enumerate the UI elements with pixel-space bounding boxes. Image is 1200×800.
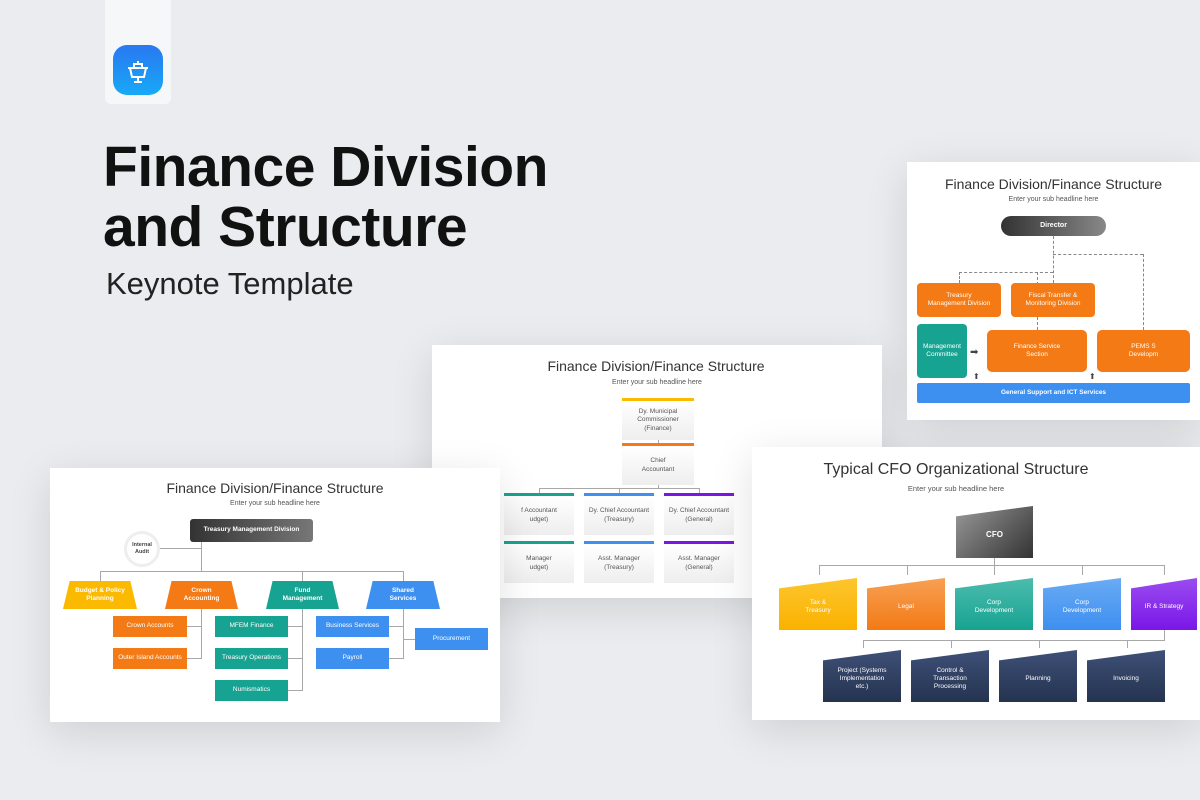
chief-accountant-general-card: Dy. Chief Accountant (General): [664, 493, 734, 535]
municipal-commissioner-card: Dy. Municipal Commissioner (Finance): [622, 398, 694, 440]
slide-title: Finance Division/Finance Structure: [166, 480, 384, 496]
corp-development-box: Corp Development: [1043, 578, 1121, 630]
budget-policy-tier: Budget & Policy Planning: [63, 581, 137, 609]
hero-title-line1: Finance Division: [103, 135, 548, 199]
slide-cfo-structure: Typical CFO Organizational Structure Ent…: [752, 447, 1200, 720]
pems-box: PEMS S Developm: [1097, 330, 1190, 372]
crown-accounting-tier: Crown Accounting: [165, 581, 238, 609]
asst-manager-treasury-card: Asst. Manager (Treasury): [584, 541, 654, 583]
internal-audit-circle: Internal Audit: [124, 531, 160, 567]
shared-services-tier: Shared Services: [366, 581, 440, 609]
arrow-up-icon: ⬆: [973, 372, 980, 381]
director-box: Director: [1001, 216, 1106, 236]
arrow-right-icon: ➡: [970, 347, 979, 358]
outer-island-box: Outer Island Accounts: [113, 648, 187, 669]
control-transaction-box: Control & Transaction Processing: [911, 650, 989, 702]
slide-finance-structure-treasury: Finance Division/Finance Structure Enter…: [50, 468, 500, 722]
crown-accounts-box: Crown Accounts: [113, 616, 187, 637]
slide-subtitle: Enter your sub headline here: [612, 379, 702, 386]
fund-management-tier: Fund Management: [266, 581, 339, 609]
ir-strategy-box: IR & Strategy: [1131, 578, 1197, 630]
numismatics-box: Numismatics: [215, 680, 288, 701]
planning-box: Planning: [999, 650, 1077, 702]
fiscal-transfer-box: Fiscal Transfer & Monitoring Division: [1011, 283, 1095, 317]
cfo-box: CFO: [956, 506, 1033, 558]
treasury-management-box: Treasury Management Division: [190, 519, 313, 542]
payroll-box: Payroll: [316, 648, 389, 669]
slide-subtitle: Enter your sub headline here: [1008, 196, 1099, 203]
asst-manager-general-card: Asst. Manager (General): [664, 541, 734, 583]
slide-subtitle: Enter your sub headline here: [230, 500, 320, 507]
finance-service-box: Finance Service Section: [987, 330, 1087, 372]
keynote-app-icon: [113, 45, 163, 95]
invoicing-box: Invoicing: [1087, 650, 1165, 702]
management-committee-box: Management Committee: [917, 324, 967, 378]
legal-box: Legal: [867, 578, 945, 630]
chief-accountant-budget-card: f Accountant udget): [504, 493, 574, 535]
hero-subtitle: Keynote Template: [106, 266, 354, 301]
chief-accountant-card: Chief Accountant: [622, 443, 694, 485]
project-box: Project (Systems Implementation etc.): [823, 650, 901, 702]
slide-finance-structure-director: Finance Division/Finance Structure Enter…: [907, 162, 1200, 420]
tax-treasury-box: Tax & Treasury: [779, 578, 857, 630]
slide-subtitle: Enter your sub headline here: [907, 484, 1005, 493]
general-support-bar: General Support and ICT Services: [917, 383, 1190, 403]
arrow-up-icon: ⬆: [1089, 372, 1096, 381]
business-services-box: Business Services: [316, 616, 389, 637]
slide-title: Finance Division/Finance Structure: [944, 176, 1163, 192]
slide-title: Typical CFO Organizational Structure: [823, 461, 1089, 478]
mfem-finance-box: MFEM Finance: [215, 616, 288, 637]
treasury-division-box: Treasury Management Division: [917, 283, 1001, 317]
corp-development-box: Corp Development: [955, 578, 1033, 630]
slide-title: Finance Division/Finance Structure: [547, 358, 765, 374]
chief-accountant-treasury-card: Dy. Chief Accountant (Treasury): [584, 493, 654, 535]
procurement-box: Procurement: [415, 628, 488, 650]
treasury-operations-box: Treasury Operations: [215, 648, 288, 669]
hero-title-line2: and Structure: [103, 195, 468, 259]
asst-manager-budget-card: Manager udget): [504, 541, 574, 583]
